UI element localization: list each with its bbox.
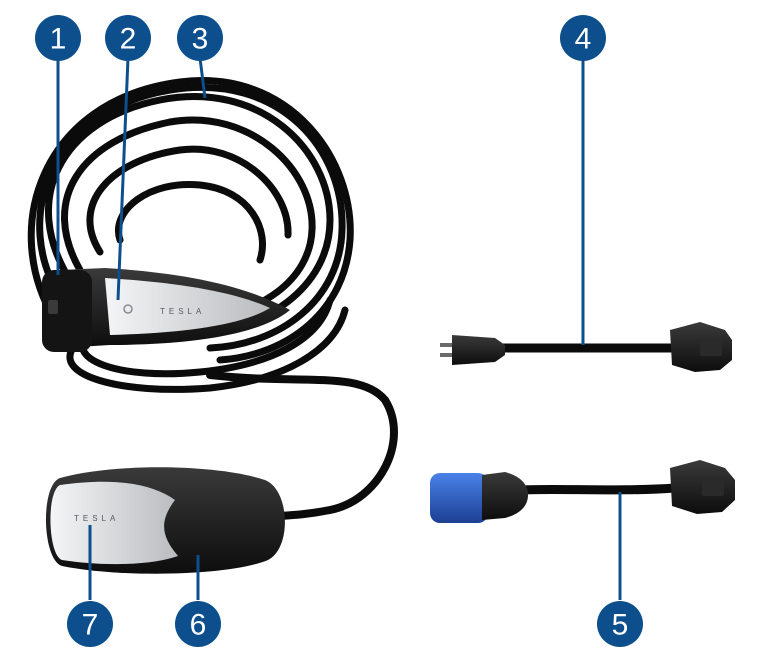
callout-5: 5	[597, 601, 643, 647]
leader-lines	[56, 57, 622, 600]
svg-text:5: 5	[612, 609, 629, 642]
adapter-two-pin	[440, 322, 732, 372]
svg-text:1: 1	[50, 23, 67, 56]
callout-3: 3	[177, 15, 223, 61]
blue-plug	[430, 473, 488, 523]
charge-port-button-icon	[123, 304, 133, 314]
connector-head	[42, 270, 92, 352]
callout-6: 6	[175, 601, 221, 647]
svg-text:7: 7	[82, 609, 99, 642]
cable-to-control-box	[206, 371, 398, 520]
callout-4: 4	[560, 15, 606, 61]
callout-2: 2	[105, 15, 151, 61]
unit-brand-logo: TESLA	[74, 514, 119, 523]
leader-line-3	[198, 57, 207, 99]
control-box: TESLA	[45, 467, 285, 574]
svg-text:2: 2	[120, 23, 137, 56]
adapter-blue-industrial	[430, 460, 735, 523]
coiled-cable	[27, 77, 354, 393]
callout-1: 1	[35, 15, 81, 61]
svg-text:4: 4	[575, 23, 592, 56]
callout-7: 7	[67, 601, 113, 647]
leader-line-2	[116, 57, 130, 301]
handle-brand-logo: TESLA	[160, 307, 205, 316]
svg-text:3: 3	[192, 23, 209, 56]
svg-text:6: 6	[190, 609, 207, 642]
